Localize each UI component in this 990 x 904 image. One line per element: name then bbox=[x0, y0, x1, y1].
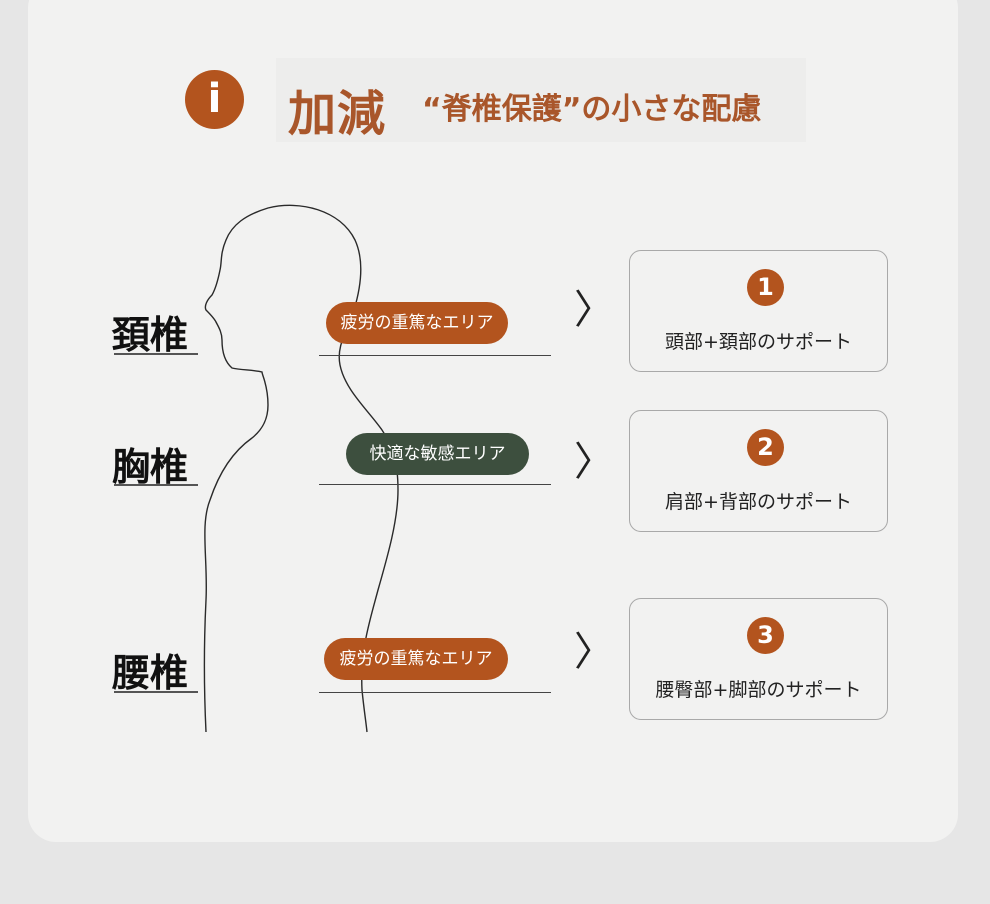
support-box-1: 1 頭部+頚部のサポート bbox=[629, 250, 888, 372]
support-box-3: 3 腰臀部+脚部のサポート bbox=[629, 598, 888, 720]
chevron-right-icon: 〉 bbox=[574, 439, 614, 485]
label-underline bbox=[114, 691, 198, 693]
support-text: 頭部+頚部のサポート bbox=[665, 331, 852, 353]
divider-line bbox=[319, 484, 551, 485]
divider-line bbox=[319, 692, 551, 693]
info-icon: i bbox=[185, 70, 244, 129]
number-badge: 2 bbox=[747, 429, 784, 466]
spine-label-thoracic: 胸椎 bbox=[110, 436, 191, 491]
spine-label-cervical: 頚椎 bbox=[110, 304, 191, 359]
spine-label-lumbar: 腰椎 bbox=[110, 642, 191, 697]
number-badge: 1 bbox=[747, 269, 784, 306]
support-text: 肩部+背部のサポート bbox=[665, 491, 852, 513]
label-underline bbox=[114, 353, 198, 355]
chevron-right-icon: 〉 bbox=[574, 629, 614, 675]
area-pill-cervical: 疲労の重篤なエリア bbox=[326, 302, 508, 344]
title-main: 加減 bbox=[288, 86, 387, 142]
area-pill-lumbar: 疲労の重篤なエリア bbox=[324, 638, 508, 680]
number-badge: 3 bbox=[747, 617, 784, 654]
silhouette-outline bbox=[203, 204, 399, 733]
label-underline bbox=[114, 484, 198, 486]
header-banner bbox=[276, 58, 806, 142]
area-pill-thoracic: 快適な敏感エリア bbox=[346, 433, 529, 475]
support-text: 腰臀部+脚部のサポート bbox=[655, 679, 862, 701]
support-box-2: 2 肩部+背部のサポート bbox=[629, 410, 888, 532]
chevron-right-icon: 〉 bbox=[574, 287, 614, 333]
divider-line bbox=[319, 355, 551, 356]
title-sub: “脊椎保護”の小さな配慮 bbox=[422, 92, 762, 127]
